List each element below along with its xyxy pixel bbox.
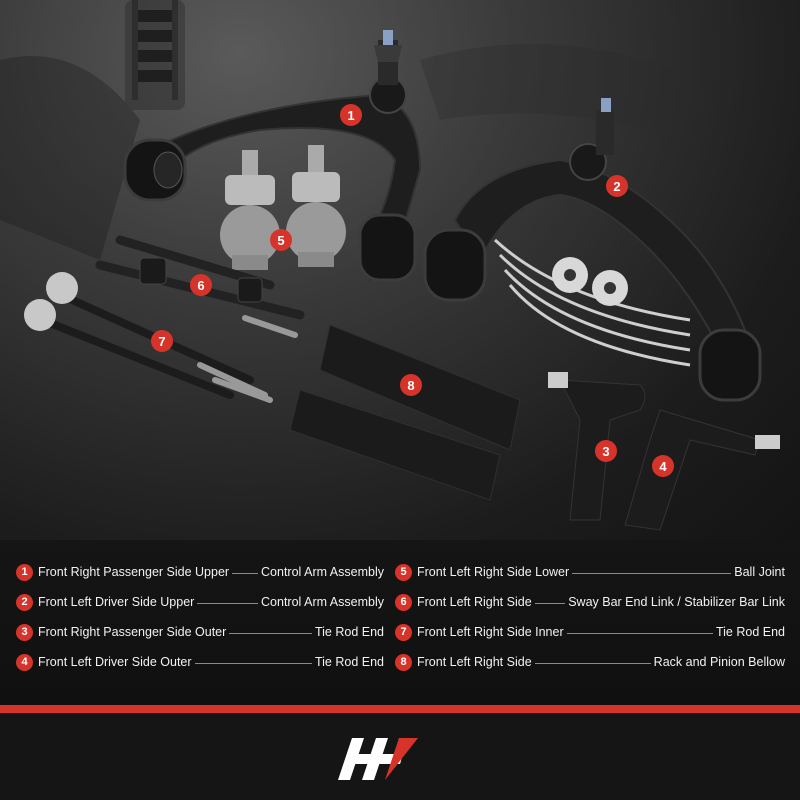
callout-3: 3 xyxy=(595,440,617,462)
legend-number: 8 xyxy=(395,653,412,671)
legend-item-3: 3 Front Right Passenger Side Outer Tie R… xyxy=(16,622,384,642)
callout-4: 4 xyxy=(652,455,674,477)
callout-5: 5 xyxy=(270,229,292,251)
legend-number: 4 xyxy=(16,653,33,671)
legend-position: Front Left Right Side Inner xyxy=(417,625,564,639)
legend-position: Front Right Passenger Side Outer xyxy=(38,625,227,639)
legend-item-4: 4 Front Left Driver Side Outer Tie Rod E… xyxy=(16,652,384,672)
a-premium-logo-icon xyxy=(330,730,460,790)
inner-tie-rods-7 xyxy=(24,272,273,403)
legend-number: 3 xyxy=(16,623,33,641)
callout-2: 2 xyxy=(606,175,628,197)
legend-number: 5 xyxy=(395,563,412,581)
legend-item-7: 7 Front Left Right Side Inner Tie Rod En… xyxy=(395,622,785,642)
legend-part: Rack and Pinion Bellow xyxy=(653,655,785,669)
callout-8: 8 xyxy=(400,374,422,396)
product-photo: 1 2 3 4 5 6 7 8 xyxy=(0,0,800,540)
legend-part: Ball Joint xyxy=(734,565,785,579)
leader-line xyxy=(194,662,312,664)
callout-6: 6 xyxy=(190,274,212,296)
leader-line xyxy=(534,602,566,604)
callout-7: 7 xyxy=(151,330,173,352)
legend-position: Front Left Driver Side Outer xyxy=(38,655,192,669)
legend-number: 2 xyxy=(16,593,33,611)
leader-line xyxy=(572,572,732,574)
control-arm-2 xyxy=(423,98,762,402)
washers xyxy=(552,257,628,306)
legend-part: Control Arm Assembly xyxy=(261,565,384,579)
legend-position: Front Left Right Side Lower xyxy=(417,565,570,579)
legend-part: Tie Rod End xyxy=(314,625,384,639)
ball-joints-5 xyxy=(220,145,346,270)
legend-number: 7 xyxy=(395,623,412,641)
legend-part: Tie Rod End xyxy=(715,625,785,639)
legend-part: Sway Bar End Link / Stabilizer Bar Link xyxy=(568,595,785,609)
accent-bar xyxy=(0,705,800,713)
leader-line xyxy=(232,572,259,574)
legend-position: Front Right Passenger Side Upper xyxy=(38,565,230,579)
legend-item-6: 6 Front Left Right Side Sway Bar End Lin… xyxy=(395,592,785,612)
legend-item-8: 8 Front Left Right Side Rack and Pinion … xyxy=(395,652,785,672)
parts-illustration xyxy=(24,0,780,531)
legend-number: 6 xyxy=(395,593,412,611)
leader-line xyxy=(534,662,651,664)
legend-item-2: 2 Front Left Driver Side Upper Control A… xyxy=(16,592,384,612)
callout-1: 1 xyxy=(340,104,362,126)
legend-position: Front Left Right Side xyxy=(417,655,532,669)
legend-part: Tie Rod End xyxy=(314,655,384,669)
leader-line xyxy=(229,632,312,634)
legend-number: 1 xyxy=(16,563,33,581)
legend-item-5: 5 Front Left Right Side Lower Ball Joint xyxy=(395,562,785,582)
legend-position: Front Left Driver Side Upper xyxy=(38,595,195,609)
legend-position: Front Left Right Side xyxy=(417,595,532,609)
parts-legend: 1 Front Right Passenger Side Upper Contr… xyxy=(0,540,800,705)
leader-line xyxy=(197,602,259,604)
control-arm-1 xyxy=(123,30,422,282)
legend-part: Control Arm Assembly xyxy=(261,595,384,609)
leader-line xyxy=(566,632,713,634)
legend-item-1: 1 Front Right Passenger Side Upper Contr… xyxy=(16,562,384,582)
bellows-8 xyxy=(289,324,521,501)
